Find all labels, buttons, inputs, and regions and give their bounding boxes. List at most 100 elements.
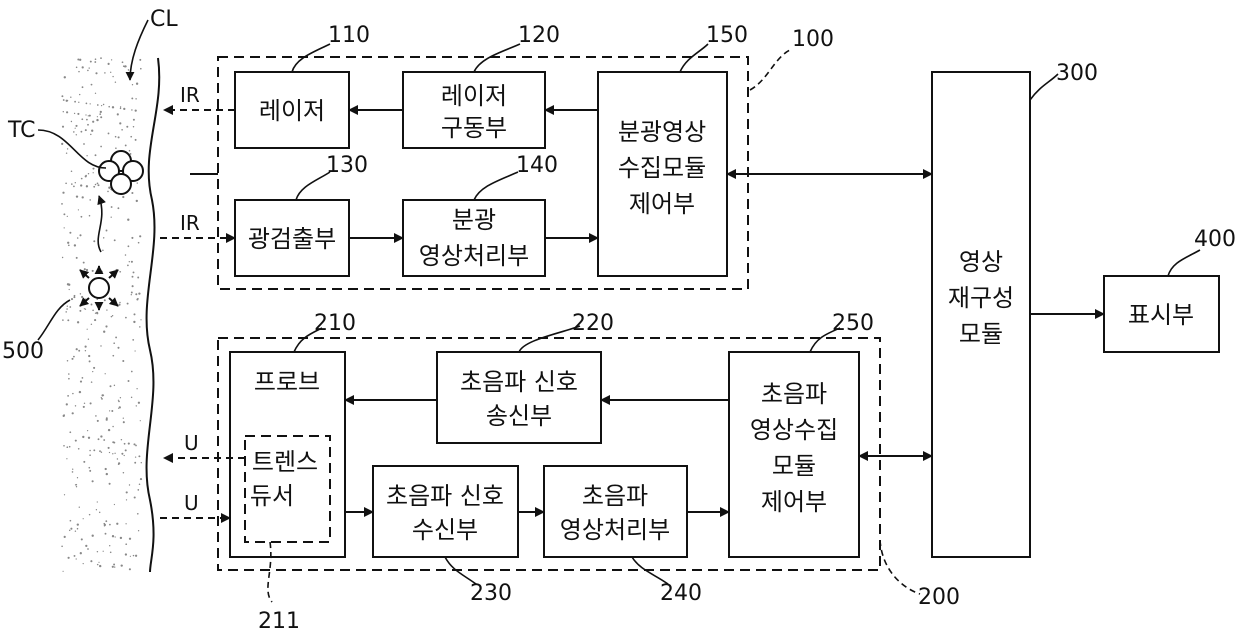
tissue-speckle — [128, 69, 130, 71]
tissue-speckle — [82, 196, 84, 198]
tissue-speckle — [91, 130, 93, 132]
tissue-speckle — [67, 395, 69, 397]
tissue-speckle — [65, 311, 67, 313]
tissue-speckle — [100, 111, 102, 113]
tissue-speckle — [91, 324, 92, 325]
tissue-speckle — [68, 244, 70, 246]
tissue-speckle — [112, 106, 114, 108]
tissue-speckle — [140, 478, 142, 480]
tissue-speckle — [135, 139, 137, 141]
us-transmitter-label-2: 송신부 — [486, 402, 552, 430]
r120-label: 120 — [518, 23, 560, 48]
tissue-speckle — [87, 70, 89, 72]
tissue-speckle — [79, 507, 80, 508]
tissue-speckle — [78, 350, 80, 352]
tissue-speckle — [71, 121, 72, 122]
tissue-speckle — [84, 403, 85, 404]
cl-leader — [130, 20, 148, 80]
tissue-speckle — [101, 271, 103, 273]
tissue-speckle — [61, 95, 63, 97]
tissue-region — [61, 57, 159, 572]
tissue-speckle — [120, 106, 121, 107]
tissue-speckle — [105, 533, 107, 535]
tissue-speckle — [73, 356, 75, 358]
tissue-speckle — [117, 458, 118, 459]
tissue-speckle — [121, 129, 123, 131]
tissue-speckle — [127, 219, 129, 221]
tissue-speckle — [118, 401, 120, 403]
spectral-processor-label-1: 분광 — [452, 206, 496, 234]
transducer-label-1: 트렌스 — [252, 448, 318, 476]
tissue-speckle — [80, 381, 82, 383]
tissue-speckle — [87, 548, 89, 550]
photodetector-label: 광검출부 — [248, 225, 336, 253]
tissue-speckle — [71, 170, 73, 172]
tissue-speckle — [118, 136, 120, 138]
tissue-speckle — [98, 184, 100, 186]
tissue-speckle — [76, 67, 78, 69]
r500-label: 500 — [2, 339, 44, 364]
tissue-speckle — [128, 443, 130, 445]
tissue-speckle — [89, 514, 91, 516]
tissue-speckle — [80, 293, 81, 294]
tissue-speckle — [103, 551, 104, 552]
tissue-speckle — [62, 319, 64, 321]
tissue-speckle — [88, 355, 90, 357]
r211-label: 211 — [258, 609, 300, 633]
tissue-speckle — [106, 309, 107, 310]
tissue-speckle — [135, 98, 136, 99]
tissue-speckle — [131, 192, 133, 194]
tissue-speckle — [83, 406, 85, 408]
tissue-speckle — [125, 449, 127, 451]
tissue-speckle — [104, 72, 106, 74]
tissue-speckle — [119, 122, 121, 124]
tissue-speckle — [72, 412, 74, 414]
tissue-speckle — [75, 530, 76, 531]
tissue-speckle — [62, 126, 64, 128]
us-processor-block: 초음파 영상처리부 — [544, 466, 687, 557]
tissue-speckle — [122, 360, 124, 362]
tissue-speckle — [135, 555, 137, 557]
tissue-speckle — [92, 121, 94, 123]
tissue-speckle — [133, 321, 135, 323]
tissue-speckle — [76, 348, 78, 350]
tissue-speckle — [115, 136, 117, 138]
tissue-speckle — [111, 59, 112, 60]
tissue-speckle — [118, 462, 120, 464]
tissue-speckle — [99, 113, 101, 115]
tissue-speckle — [92, 309, 94, 311]
r140-label: 140 — [516, 153, 558, 178]
tissue-speckle — [112, 426, 114, 428]
tissue-speckle — [121, 453, 123, 455]
tissue-speckle — [99, 450, 101, 452]
tissue-speckle — [129, 568, 131, 570]
tissue-speckle — [96, 119, 98, 121]
tissue-speckle — [67, 242, 69, 244]
tissue-speckle — [77, 528, 79, 530]
reconstruction-label-3: 모듈 — [959, 320, 1003, 348]
laser-label: 레이저 — [259, 97, 325, 125]
r400-leader — [1168, 250, 1200, 276]
tissue-speckle — [88, 437, 90, 439]
tissue-speckle — [138, 292, 140, 294]
tissue-speckle — [103, 331, 105, 333]
us-transmitter-label-1: 초음파 신호 — [460, 368, 578, 396]
tissue-speckle — [124, 443, 126, 445]
tissue-speckle — [106, 230, 108, 232]
tissue-speckle — [108, 429, 110, 431]
tissue-speckle — [80, 184, 82, 186]
tissue-speckle — [78, 448, 80, 450]
tissue-speckle — [129, 538, 131, 540]
tissue-speckle — [75, 128, 76, 129]
tissue-speckle — [101, 451, 102, 452]
tissue-speckle — [131, 294, 132, 295]
tissue-speckle — [67, 306, 68, 307]
tissue-speckle — [124, 455, 125, 456]
tissue-speckle — [112, 315, 113, 316]
r200-leader — [880, 540, 920, 594]
tissue-speckle — [74, 555, 76, 557]
tissue-speckle — [104, 524, 106, 526]
tissue-speckle — [109, 524, 111, 526]
tissue-speckle — [86, 155, 87, 156]
